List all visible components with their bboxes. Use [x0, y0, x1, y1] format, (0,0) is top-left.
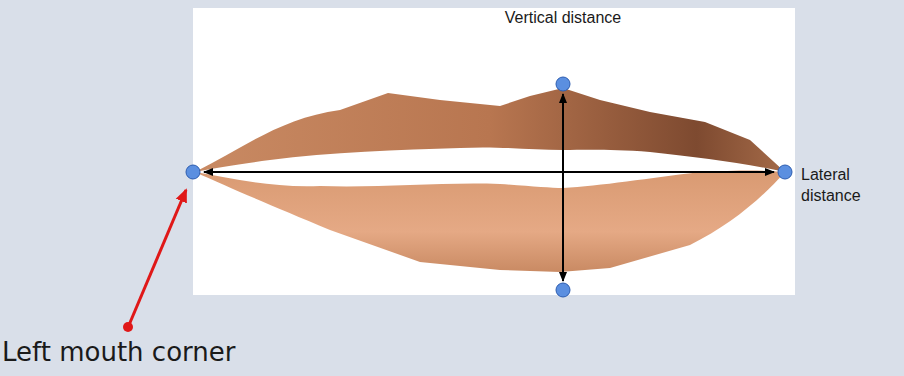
image-frame — [193, 8, 795, 295]
landmark-dot — [556, 77, 570, 91]
vertical-arrow — [562, 94, 564, 281]
lower-lip — [195, 171, 785, 273]
annotation-label: Left mouth corner — [2, 336, 302, 370]
lateral-arrow — [204, 171, 774, 173]
landmark-dot — [556, 283, 570, 297]
annotation-label: Vertical distance — [503, 8, 623, 29]
pointer-dot — [123, 322, 133, 332]
pointer-arrow — [129, 190, 186, 325]
landmark-dot — [186, 165, 200, 179]
landmark-dot — [778, 165, 792, 179]
annotation-label: Lateral distance — [801, 165, 901, 207]
upper-lip — [195, 88, 785, 172]
